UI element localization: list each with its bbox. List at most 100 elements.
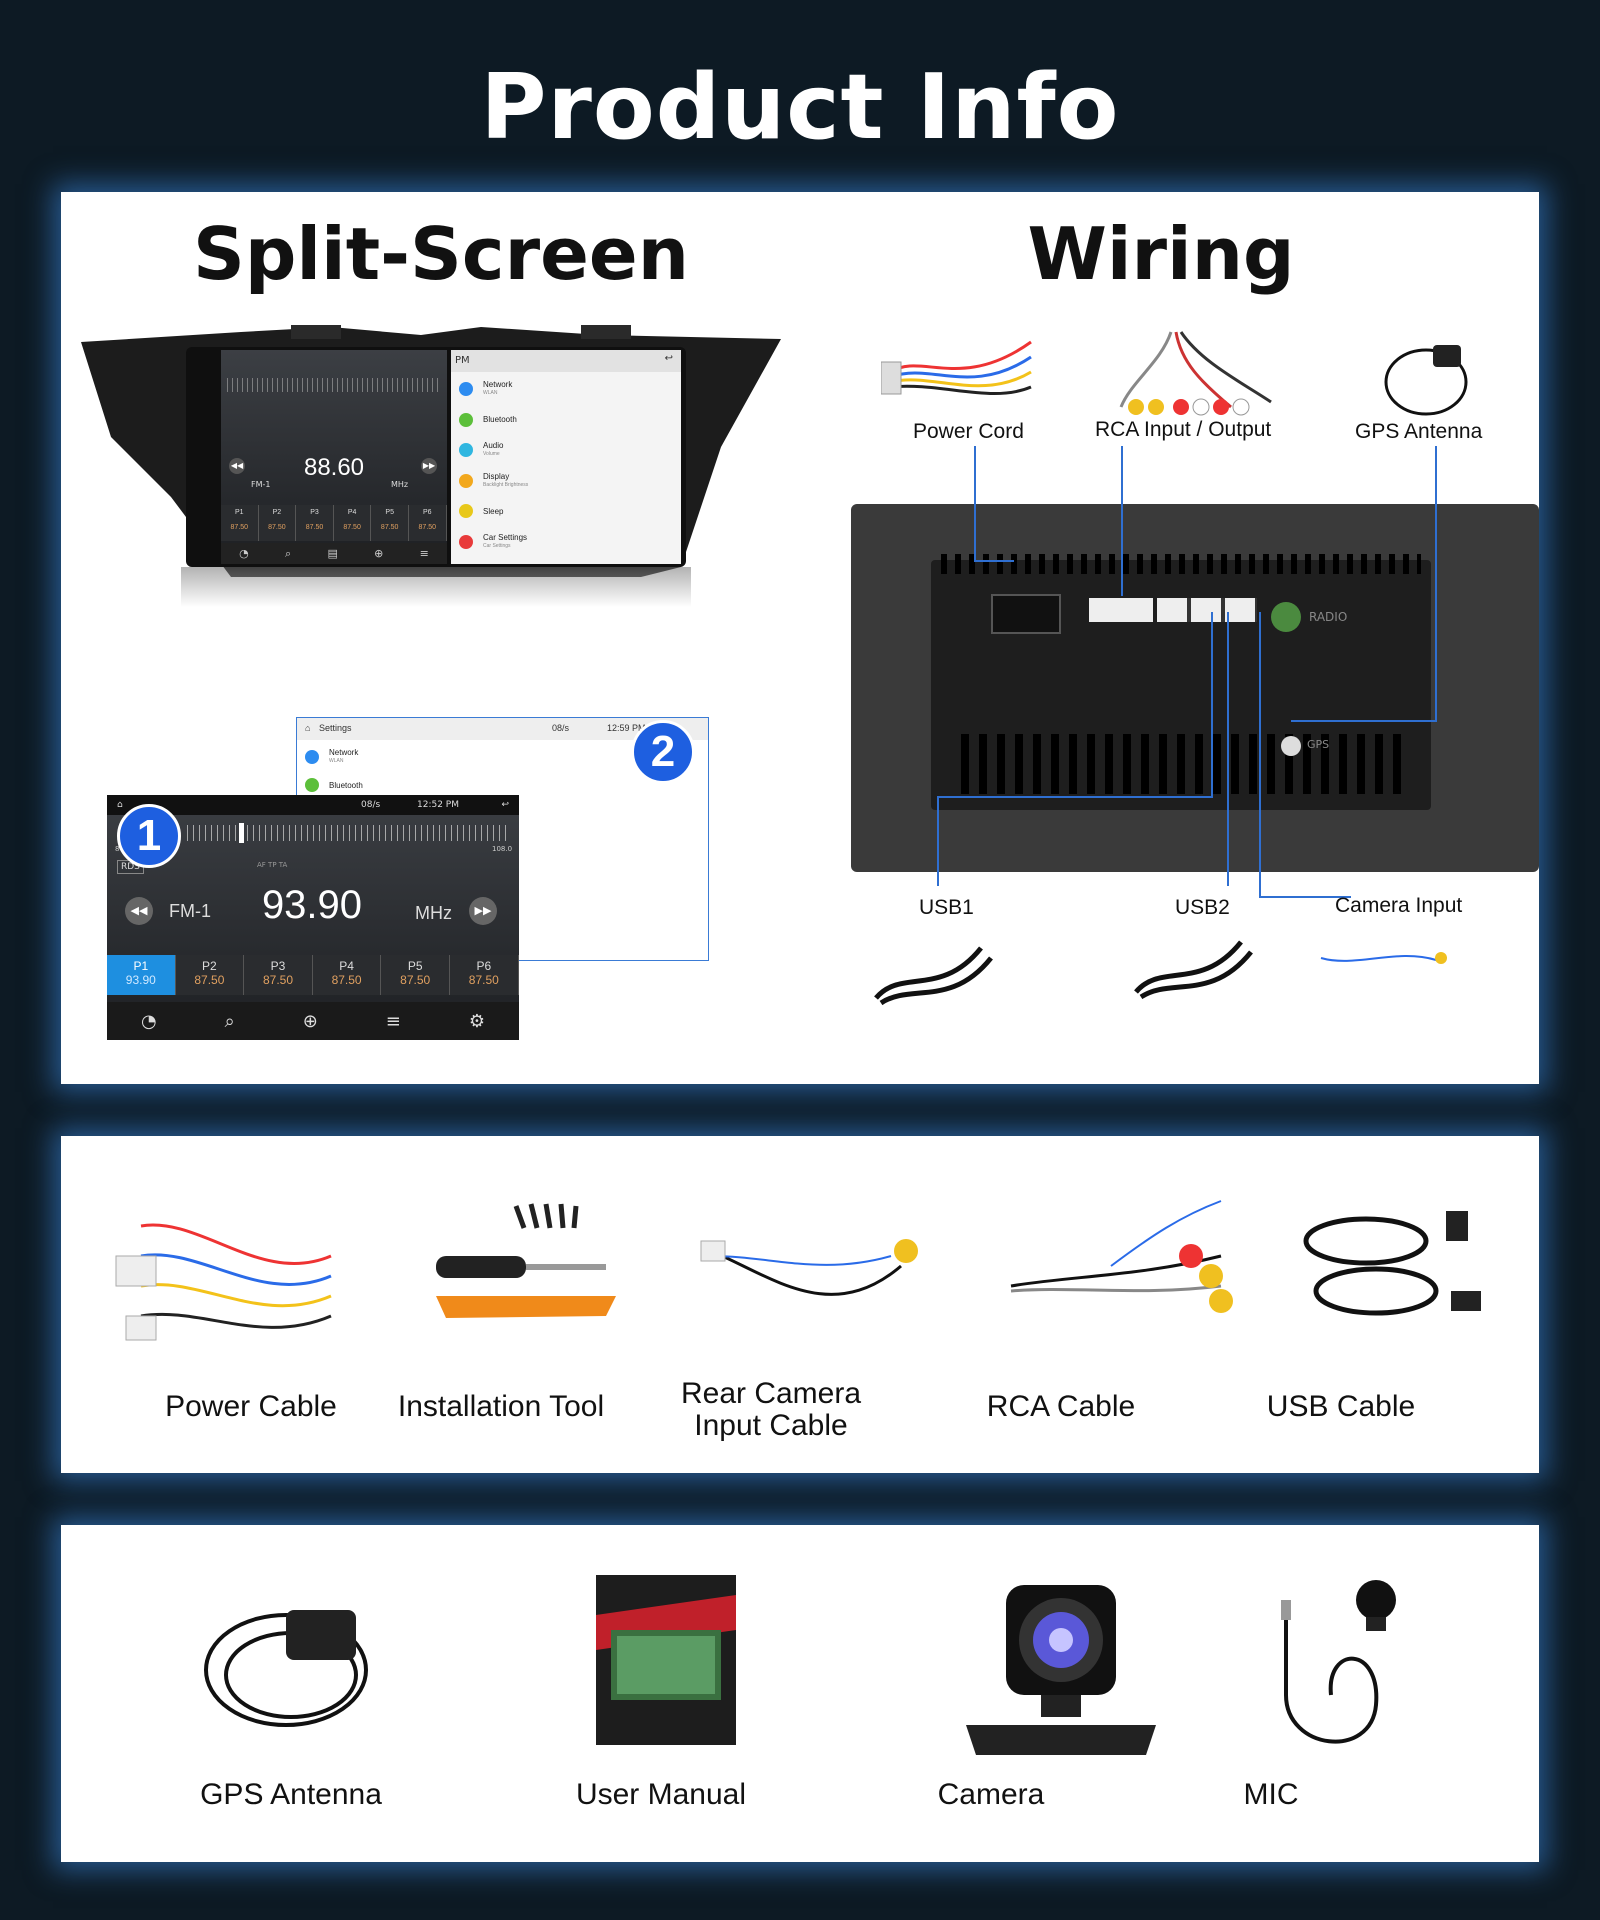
zoom-radio-unit: MHz [415,903,452,923]
radio-toolbar: ◔ ⌕ ▤ ⊕ ≡ [221,543,447,564]
camera-image [966,1585,1156,1755]
camera-input-cable-image [1320,952,1447,964]
home-icon[interactable]: ⌂ [117,800,123,810]
settings-item-sub: WLAN [329,758,344,764]
settings-item[interactable]: Bluetooth [451,405,681,435]
settings-time: PM [455,355,470,366]
label-usb2: USB2 [1175,896,1230,919]
scan-icon[interactable]: ⊕ [302,1010,318,1032]
search-icon[interactable]: ⌕ [285,546,292,560]
accessory-label: USB Cable [1266,1390,1416,1423]
back-icon[interactable]: ↩ [501,800,509,810]
radio-unit: MHz [391,480,409,489]
settings-item-label: Bluetooth [483,415,517,424]
back-icon[interactable]: ↩ [664,353,673,364]
settings-item[interactable]: Sleep [451,496,681,526]
preset-label: P2 [202,959,217,973]
list-icon[interactable]: ▤ [327,547,338,560]
home-icon[interactable]: ⌂ [305,723,311,733]
zoom-radio-time: 12:52 PM [417,800,459,810]
settings-item-label: Car Settings [483,532,528,542]
preset-frequency: 93.90 [125,973,156,987]
split-screen-title: Split-Screen [192,212,690,296]
scan-icon[interactable]: ⊕ [374,547,384,560]
tuner-needle[interactable] [239,823,244,843]
wire-rca [1121,446,1123,596]
preset-label: P5 [407,959,423,973]
radio-port [1271,602,1301,632]
gear-icon[interactable]: ⚙ [468,1010,485,1032]
split-screen-wiring-panel: Split-Screen Wiring 88.60 FM-1 MHz ◀◀ ▶▶… [61,192,1539,1084]
preset-label: P1 [235,509,244,516]
wire-usb1 [937,796,939,886]
settings-item[interactable]: Bluetooth [297,770,708,800]
accessory-label: MIC [1243,1778,1299,1811]
af-tp-ta-flags: AF TP TA [257,861,288,869]
tuner-scale[interactable] [227,378,441,392]
equalizer-icon[interactable]: ≡ [419,547,429,560]
preset-label: P1 [133,959,149,973]
accessory-label: Power Cable [165,1390,337,1423]
usb1-cable-image [874,946,993,1006]
installation-tool-image [436,1203,616,1318]
rss-icon[interactable]: ◔ [140,1010,157,1032]
zoom-radio-toolbar: ◔ ⌕ ⊕ ≡ ⚙ [107,1002,519,1040]
power-cord-image [881,340,1032,396]
accessory-label: Rear Camera Input Cable [680,1377,862,1442]
settings-item[interactable]: Navi SettingsNavi Settings [451,557,681,564]
preset-frequency: 87.50 [380,524,399,531]
accessory-label: RCA Cable [986,1390,1136,1423]
accessory-label: GPS Antenna [200,1778,382,1811]
next-station-icon[interactable]: ▶▶ [469,897,497,925]
rss-icon[interactable]: ◔ [239,547,249,560]
wire-usb1-v [1211,612,1213,798]
preset-label: P4 [347,509,357,516]
next-station-icon[interactable]: ▶▶ [421,458,437,474]
wire-camera [1259,612,1261,898]
settings-item-sub: WLAN [483,390,498,396]
accessory-label: Camera [937,1778,1045,1811]
search-icon[interactable]: ⌕ [224,1010,235,1032]
prev-station-icon[interactable]: ◀◀ [229,458,245,474]
settings-item-icon [459,412,473,427]
preset-frequency: 87.50 [268,524,286,531]
label-rca: RCA Input / Output [1095,418,1272,441]
zoom-tuner-scale[interactable] [187,825,509,841]
zoom-settings-statusbar: ⌂ Settings 08/s 12:59 PM [297,718,708,740]
prev-station-icon[interactable]: ◀◀ [125,897,153,925]
settings-item-sub: Volume [483,451,500,457]
page-title: Product Info [480,55,1120,160]
settings-item-icon [459,534,473,549]
vent-slots-top [941,554,1421,574]
preset-frequency: 87.50 [343,524,361,531]
equalizer-icon[interactable]: ≡ [385,1010,401,1032]
power-cable-image [115,1223,332,1341]
preset-button[interactable]: P4 87.50 [333,505,372,541]
preset-frequency: 87.50 [331,973,362,987]
gps-antenna-image [204,1610,368,1727]
wire-power [974,446,976,562]
label-power-cord: Power Cord [913,420,1024,443]
